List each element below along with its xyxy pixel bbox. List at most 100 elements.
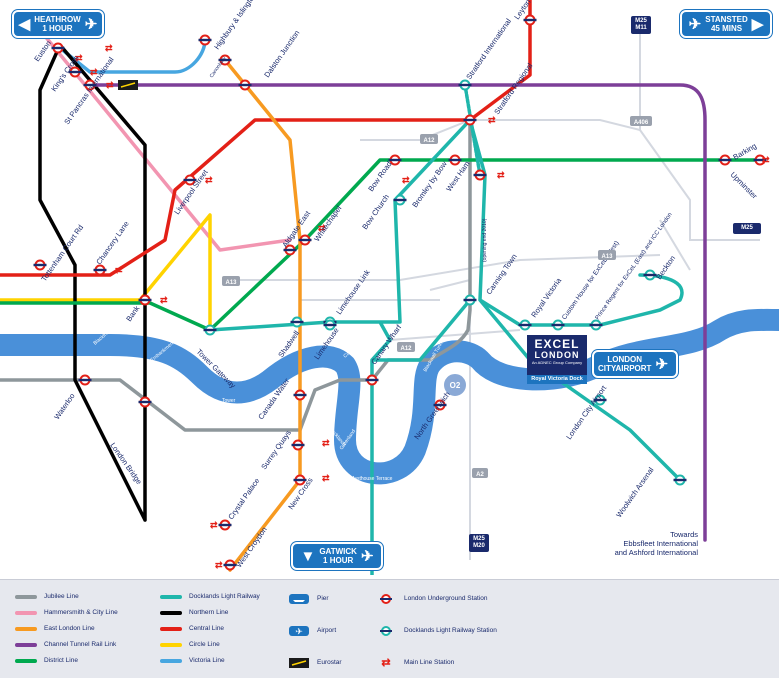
mainline-station-icon: ⇄ (105, 43, 113, 53)
station-label: Euston (32, 39, 53, 63)
station-roundel-beckton[interactable] (643, 269, 657, 281)
legend-swatch (160, 626, 182, 631)
legend-label: Main Line Station (404, 659, 455, 666)
station-roundel-shadwell[interactable] (290, 316, 304, 328)
towards-note: Towards Ebbsfleet International and Ashf… (614, 530, 698, 557)
northern-line (38, 43, 147, 522)
legend-swatch (15, 626, 37, 631)
o2-label: O2 (450, 381, 461, 390)
station-label: Bow Church (360, 193, 391, 232)
station-roundel-london_city_airport[interactable] (593, 394, 607, 406)
station-roundel-crystal_palace[interactable] (218, 519, 232, 531)
station-roundel-liverpool_street[interactable] (183, 174, 197, 186)
station-label: Bank (124, 304, 141, 323)
station-roundel-upminster[interactable] (753, 154, 767, 166)
airplane-icon: ✈ (360, 547, 374, 565)
station-roundel-stratford_intl[interactable] (458, 79, 472, 91)
station-label: Stratford Regional (492, 61, 534, 116)
plane-icon: ◀ (18, 15, 31, 33)
dlr-roundel-icon (375, 625, 397, 636)
station-roundel-highbury[interactable] (198, 34, 212, 46)
station-roundel-canonbury[interactable] (218, 54, 232, 66)
legend-item-dlr_station: Docklands Light Railway Station (375, 625, 497, 636)
road-a406: A406 (634, 120, 649, 126)
legend-label: Channel Tunnel Rail Link (44, 641, 117, 648)
legend-item-pier: Pier (288, 593, 329, 604)
station-roundel-prince_regent[interactable] (589, 319, 603, 331)
station-roundel-bromley_by_bow[interactable] (448, 154, 462, 166)
station-roundel-custom_house[interactable] (551, 319, 565, 331)
mainline-station-icon: ⇄ (215, 560, 223, 570)
station-roundel-north_greenwich[interactable] (433, 399, 447, 411)
station-label: Royal Victoria (529, 276, 563, 320)
pier-label: Masthouse Terrace (350, 476, 393, 482)
station-roundel-london_bridge[interactable] (138, 396, 152, 408)
legend-item-hammersmith: Hammersmith & City Line (15, 609, 118, 616)
station-label: Bromley by Bow (410, 159, 449, 209)
station-roundel-st_pancras[interactable] (83, 79, 97, 91)
station-roundel-surrey_quays[interactable] (291, 439, 305, 451)
circle-line (0, 213, 212, 332)
station-roundel-bow_church[interactable] (393, 194, 407, 206)
station-roundel-aldgate_east[interactable] (283, 244, 297, 256)
station-roundel-dalston[interactable] (238, 79, 252, 91)
airplane-icon: ✈ (288, 625, 310, 636)
station-roundel-bank[interactable] (138, 294, 152, 306)
station-roundel-west_ham[interactable] (473, 169, 487, 181)
legend-label: Victoria Line (189, 657, 225, 664)
station-roundel-euston[interactable] (51, 42, 65, 54)
legend-label: Circle Line (189, 641, 220, 648)
station-roundel-stratford_regional[interactable] (463, 114, 477, 126)
legend-swatch (15, 658, 37, 663)
legend-label: Docklands Light Railway (189, 593, 260, 600)
legend-item-district: District Line (15, 657, 78, 664)
legend-label: Airport (317, 627, 337, 634)
excel-logo: EXCEL LONDON An ADNEC Group Company (527, 335, 587, 377)
mainline-station-icon: ⇄ (205, 175, 213, 185)
station-roundel-barking[interactable] (718, 154, 732, 166)
station-roundel-whitechapel[interactable] (298, 234, 312, 246)
legend-label: London Underground Station (404, 595, 488, 602)
station-roundel-bow_road[interactable] (388, 154, 402, 166)
station-roundel-new_cross[interactable] (293, 474, 307, 486)
legend-swatch (15, 610, 37, 615)
legend-label: Jubilee Line (44, 593, 79, 600)
station-markers: ⇄⇄⇄⇄⇄⇄⇄⇄⇄⇄⇄⇄⇄⇄⇄⇄ (33, 14, 770, 571)
station-label: Canning Town (484, 252, 519, 296)
station-roundel-chancery_lane[interactable] (93, 264, 107, 276)
station-roundel-west_croydon[interactable] (223, 559, 237, 571)
station-roundel-tottenham_court_rd[interactable] (33, 259, 47, 271)
station-roundel-leyton[interactable] (523, 14, 537, 26)
station-roundel-tower_gateway[interactable] (203, 324, 217, 336)
legend-item-east_london: East London Line (15, 625, 95, 632)
road-labels: A12 A13 A13 A12 A2 A406 (222, 116, 652, 478)
station-roundel-canada_water[interactable] (293, 389, 307, 401)
airplane-icon: ✈ (688, 15, 702, 33)
mainline-station-icon: ⇄ (497, 170, 505, 180)
legend-item-dlr: Docklands Light Railway (160, 593, 260, 600)
airplane-icon: ✈ (84, 15, 98, 33)
mainline-station-icon: ⇄ (75, 53, 83, 63)
road-a2: A2 (476, 472, 484, 478)
hammersmith-line (38, 28, 292, 252)
station-label: Waterloo (52, 392, 76, 422)
station-roundel-canning_town[interactable] (463, 294, 477, 306)
road-a13-west: A13 (225, 280, 237, 286)
station-label: Surrey Quays (259, 428, 293, 471)
road-a12-south: A12 (400, 346, 412, 352)
road-a13-east: A13 (601, 254, 613, 260)
svg-text:✈: ✈ (295, 626, 303, 636)
station-label: Woolwich Arsenal (614, 465, 655, 519)
station-roundel-royal_victoria[interactable] (518, 319, 532, 331)
legend-swatch (160, 658, 182, 663)
station-roundel-waterloo[interactable] (78, 374, 92, 386)
station-roundel-canary_wharf[interactable] (365, 374, 379, 386)
station-roundel-woolwich_arsenal[interactable] (673, 474, 687, 486)
station-roundel-kings_cross[interactable] (68, 66, 82, 78)
station-roundel-limehouse[interactable] (323, 319, 337, 331)
